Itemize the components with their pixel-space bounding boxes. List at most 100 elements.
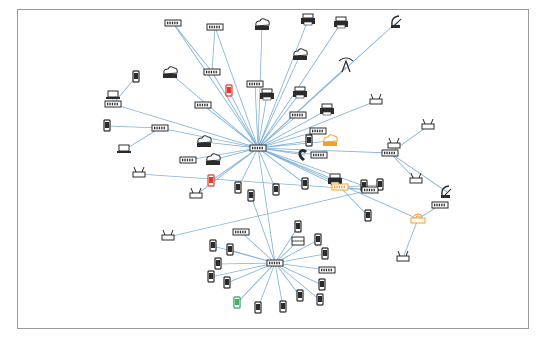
- desk-phone-icon[interactable]: [298, 149, 308, 161]
- mobile-phone-icon[interactable]: [294, 220, 302, 233]
- mobile-phone-icon[interactable]: [305, 134, 313, 147]
- switch-icon[interactable]: [318, 266, 336, 274]
- cloud-router-icon[interactable]: [163, 66, 178, 78]
- network-link: [228, 90, 259, 149]
- network-link: [257, 147, 391, 154]
- modem-icon[interactable]: [396, 250, 410, 262]
- mobile-phone-icon[interactable]: [207, 174, 215, 187]
- switch-icon[interactable]: [249, 144, 267, 152]
- mobile-phone-icon[interactable]: [272, 183, 280, 196]
- switch-icon[interactable]: [381, 149, 399, 157]
- modem-icon[interactable]: [189, 187, 203, 199]
- network-link: [203, 141, 259, 149]
- laptop-icon[interactable]: [106, 90, 120, 99]
- switch-icon[interactable]: [206, 23, 224, 31]
- network-link: [210, 262, 276, 278]
- printer-icon[interactable]: [334, 16, 348, 29]
- network-link: [169, 72, 259, 149]
- modem-icon[interactable]: [161, 229, 175, 241]
- switch-icon[interactable]: [151, 124, 169, 132]
- mobile-phone-icon[interactable]: [226, 243, 234, 256]
- network-link: [257, 147, 365, 187]
- network-link: [202, 104, 259, 149]
- switch-icon[interactable]: [164, 19, 182, 27]
- network-link: [240, 231, 276, 264]
- network-link: [257, 262, 276, 309]
- network-link: [257, 140, 331, 149]
- laptop-icon[interactable]: [117, 144, 131, 153]
- mobile-phone-icon[interactable]: [234, 181, 242, 194]
- network-link: [167, 189, 371, 238]
- cloud-router-icon[interactable]: [293, 48, 308, 60]
- cloud-router-icon[interactable]: [323, 134, 338, 146]
- switch-icon[interactable]: [232, 228, 250, 236]
- switch-icon[interactable]: [361, 186, 379, 194]
- cloud-router-icon[interactable]: [255, 18, 270, 30]
- mobile-phone-icon[interactable]: [316, 293, 324, 306]
- mobile-phone-icon[interactable]: [207, 270, 215, 283]
- nodes-layer: [103, 13, 452, 314]
- switch-icon[interactable]: [309, 127, 327, 135]
- switch-icon[interactable]: [266, 259, 284, 267]
- mobile-phone-icon[interactable]: [364, 209, 372, 222]
- printer-icon[interactable]: [328, 173, 342, 186]
- network-link: [402, 218, 419, 259]
- switch-icon[interactable]: [431, 201, 449, 209]
- printer-icon[interactable]: [320, 103, 334, 116]
- modem-icon[interactable]: [387, 137, 401, 149]
- modem-icon[interactable]: [421, 118, 435, 130]
- mobile-phone-icon[interactable]: [247, 189, 255, 202]
- switch-icon[interactable]: [246, 80, 264, 88]
- mobile-phone-icon[interactable]: [214, 257, 222, 270]
- switch-icon[interactable]: [194, 101, 212, 109]
- mobile-phone-icon[interactable]: [296, 289, 304, 302]
- modem-icon[interactable]: [132, 166, 146, 178]
- mobile-phone-icon[interactable]: [209, 239, 217, 252]
- satellite-dish-icon[interactable]: [441, 185, 452, 198]
- network-link: [257, 130, 319, 149]
- network-link: [274, 226, 299, 264]
- links-layer: [106, 19, 448, 309]
- network-link: [257, 21, 398, 149]
- network-link: [339, 186, 369, 217]
- wireless-access-point-icon[interactable]: [410, 213, 426, 224]
- mobile-phone-icon[interactable]: [254, 301, 262, 314]
- printer-icon[interactable]: [260, 88, 274, 101]
- switch-icon[interactable]: [203, 68, 221, 76]
- network-link: [123, 127, 161, 151]
- network-link: [257, 22, 342, 149]
- wireless-tower-icon[interactable]: [338, 57, 354, 73]
- network-link: [211, 71, 259, 149]
- diagram-frame: [17, 9, 529, 329]
- mobile-phone-icon[interactable]: [314, 233, 322, 246]
- switch-icon[interactable]: [289, 111, 307, 119]
- network-link: [274, 262, 323, 286]
- gateway-icon[interactable]: [291, 236, 305, 246]
- network-link: [274, 262, 328, 271]
- printer-icon[interactable]: [301, 13, 315, 26]
- printer-icon[interactable]: [293, 86, 307, 99]
- network-link: [257, 100, 377, 149]
- network-link: [257, 147, 276, 264]
- cloud-router-icon[interactable]: [197, 135, 212, 147]
- mobile-phone-icon[interactable]: [233, 296, 241, 309]
- switch-icon[interactable]: [104, 100, 122, 108]
- mobile-phone-icon[interactable]: [318, 278, 326, 291]
- mobile-phone-icon[interactable]: [103, 119, 111, 132]
- mobile-phone-icon[interactable]: [132, 70, 140, 83]
- switch-icon[interactable]: [310, 151, 328, 159]
- network-link: [217, 262, 276, 265]
- mobile-phone-icon[interactable]: [301, 177, 309, 190]
- mobile-phone-icon[interactable]: [225, 84, 233, 97]
- switch-icon[interactable]: [331, 183, 349, 191]
- modem-icon[interactable]: [369, 93, 383, 105]
- mobile-phone-icon[interactable]: [321, 247, 329, 260]
- mobile-phone-icon[interactable]: [223, 276, 231, 289]
- cloud-router-icon[interactable]: [206, 153, 221, 165]
- switch-icon[interactable]: [179, 156, 197, 164]
- modem-icon[interactable]: [409, 172, 423, 184]
- satellite-dish-icon[interactable]: [391, 15, 402, 28]
- network-link: [257, 54, 301, 149]
- mobile-phone-icon[interactable]: [279, 300, 287, 313]
